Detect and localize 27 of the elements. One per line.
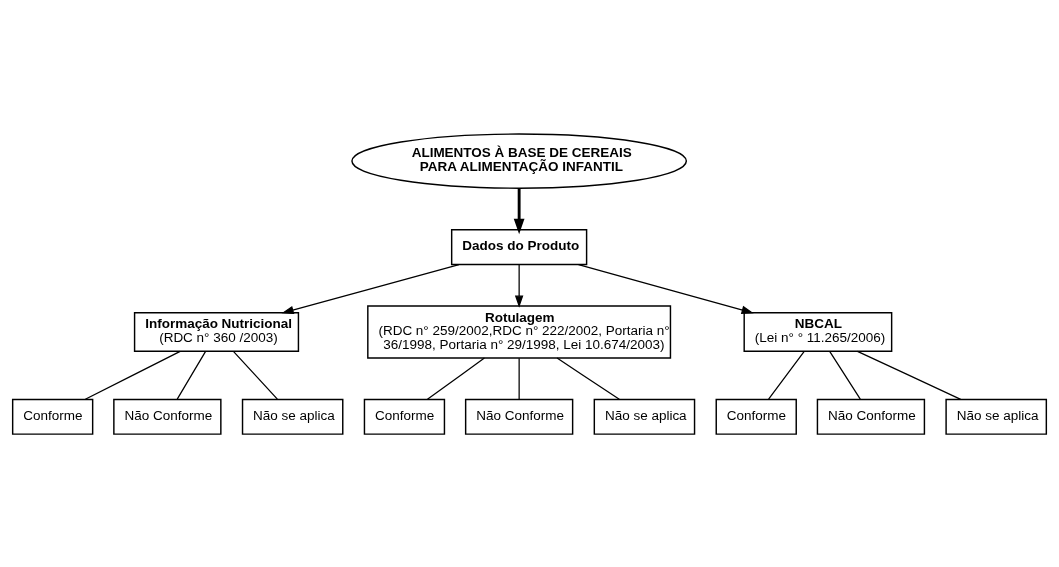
node-ellipse: ALIMENTOS À BASE DE CEREAIS PARA ALIMENTAÇÃO INFANTIL — [351, 132, 688, 189]
connector — [556, 356, 620, 400]
connector — [768, 350, 805, 400]
connector — [856, 350, 962, 400]
connector — [176, 350, 207, 400]
node-box: Não se aplica — [593, 398, 696, 435]
node-box: Rotulagem (RDC n° 259/2002,RDC n° 222/2002, Portaria n° 36/1998, Portaria n° 29/1998, Lei 10.674/2003) — [367, 304, 672, 359]
connector — [518, 357, 520, 400]
connector — [232, 350, 278, 400]
node-box: Informação Nutricional (RDC n° 360 /2003) — [133, 311, 300, 352]
connector — [84, 350, 181, 400]
node-box: Conforme — [363, 398, 446, 435]
connector — [829, 350, 861, 400]
node-box: Conforme — [715, 398, 797, 435]
connector — [426, 356, 486, 400]
node-box: Não se aplica — [241, 398, 344, 435]
arrow — [577, 263, 754, 314]
arrow — [281, 263, 460, 314]
node-box: Dados do Produto — [450, 228, 588, 265]
node-box: Conforme — [11, 398, 94, 435]
node-box: Não se aplica — [945, 398, 1048, 435]
arrow — [513, 188, 525, 234]
node-box: Não Conforme — [113, 398, 222, 435]
node-box: Não Conforme — [464, 398, 574, 435]
arrow — [514, 263, 524, 308]
node-box: Não Conforme — [816, 398, 926, 435]
node-box: NBCAL (Lei n° ° 11.265/2006) — [743, 311, 893, 352]
